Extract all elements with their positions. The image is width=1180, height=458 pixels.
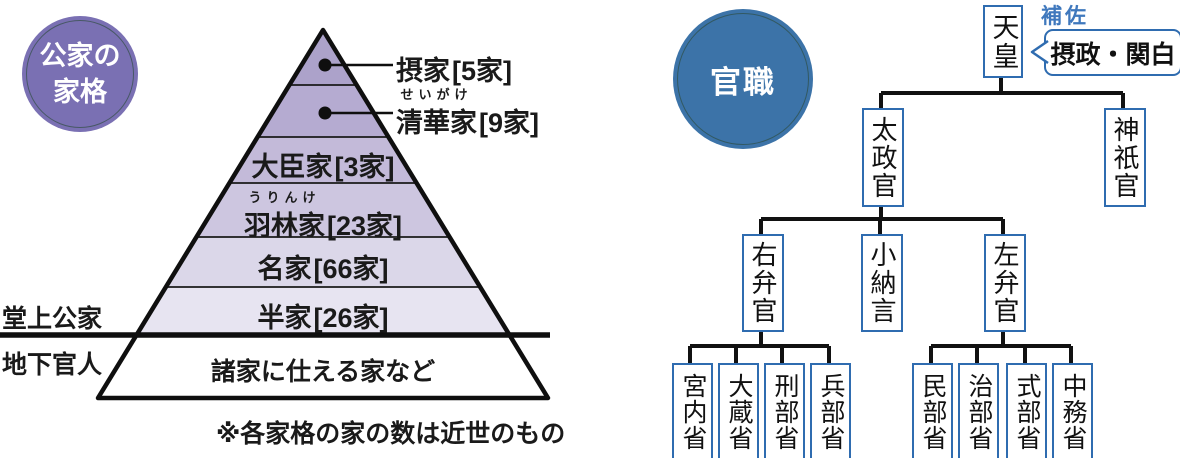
callout-sekke: 摂家[5家] — [396, 49, 512, 88]
badge-inner-ring — [26, 20, 134, 128]
band-count: [66家] — [313, 254, 389, 284]
node-okurasho: 大蔵省 — [718, 363, 759, 458]
node-kunaisho: 宮内省 — [672, 363, 713, 458]
band-hanke: 半家[26家] — [98, 296, 548, 335]
band-count: [26家] — [313, 303, 389, 333]
band-name: 半家 — [257, 303, 312, 333]
bubble-tail — [1030, 39, 1049, 65]
band-name: 大臣家 — [251, 152, 333, 182]
node-tenno: 天皇 — [983, 5, 1023, 78]
callout-name: 摂家 — [396, 56, 450, 86]
badge-kanshoku: 官職 — [673, 9, 813, 149]
band-name: 羽林家 — [243, 211, 325, 241]
callout-name: 清華家 — [396, 108, 477, 138]
label-jige-kanjin: 地下官人 — [2, 351, 103, 379]
band-count: [23家] — [326, 211, 402, 241]
node-dajokan: 太政官 — [862, 108, 904, 207]
label-hosa: 補佐 — [1041, 5, 1089, 28]
callout-count: [5家] — [452, 56, 512, 86]
band-count: [3家] — [334, 152, 395, 182]
node-shikibusho: 式部省 — [1006, 363, 1047, 458]
sekke-dot — [318, 58, 332, 72]
callout-count: [9家] — [479, 108, 539, 138]
bubble-text: 摂政・関白 — [1050, 40, 1176, 69]
band-meika: 名家[66家] — [98, 247, 548, 286]
footnote: ※各家格の家の数は近世のもの — [216, 420, 566, 448]
node-minbusho: 民部省 — [912, 363, 953, 458]
band-name: 諸家に仕える家など — [210, 358, 436, 386]
node-shonagon: 小納言 — [861, 234, 903, 332]
bubble-sessho-kanpaku: 摂政・関白 — [1030, 29, 1180, 76]
orgchart-connectors — [688, 74, 1125, 364]
seigake-dot — [318, 106, 332, 120]
node-jibusho: 治部省 — [958, 363, 999, 458]
node-sabenkan: 左弁官 — [984, 234, 1026, 332]
node-ubenkan: 右弁官 — [742, 234, 784, 332]
callout-seigake: せいがけ清華家[9家] — [396, 87, 539, 140]
node-jingikan: 神祇官 — [1104, 108, 1146, 207]
node-gyobusho: 刑部省 — [764, 363, 805, 458]
furigana: せいがけ — [400, 87, 473, 102]
band-urinke: うりんけ羽林家[23家] — [98, 190, 548, 243]
badge-inner-ring — [677, 13, 809, 145]
band-daijinke: 大臣家[3家] — [98, 145, 548, 184]
band-shoka: 諸家に仕える家など — [98, 352, 548, 388]
furigana: うりんけ — [248, 190, 321, 205]
callout-leader-lines — [318, 58, 393, 120]
node-nakatsukasasho: 中務省 — [1052, 363, 1093, 458]
node-hyobusho: 兵部省 — [810, 363, 851, 458]
band-name: 名家 — [257, 254, 312, 284]
pyramid-outline — [95, 27, 551, 401]
label-doujou-kuge: 堂上公家 — [2, 305, 103, 333]
badge-kuge-kakaku: 公家の 家格 — [22, 16, 138, 132]
